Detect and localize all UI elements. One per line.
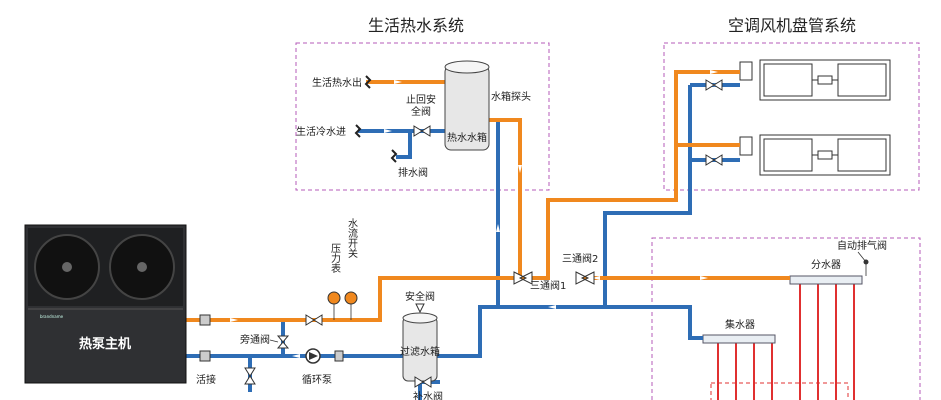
three-way-valve-2-label: 三通阀2	[562, 252, 598, 265]
collector-pipes	[717, 342, 773, 400]
fan-coil-unit-bottom	[739, 134, 891, 176]
hot-water-tank	[444, 60, 490, 151]
safety-valve-icon	[415, 303, 425, 314]
hot-water-tank-label: 热水水箱	[447, 131, 487, 144]
flow-switch-icon	[344, 291, 358, 305]
heat-pump-brand: brandname	[40, 314, 64, 319]
hot-water-section-box	[295, 42, 550, 191]
auto-air-vent-label: 自动排气阀	[837, 239, 887, 252]
heat-pump-label: 热泵主机	[79, 336, 131, 352]
pressure-gauge-icon	[327, 291, 341, 305]
union-cold-icon	[199, 350, 211, 362]
hot-water-outlet-label: 生活热水出	[312, 76, 362, 89]
floor-heating-section-box	[651, 237, 921, 400]
safety-valve-label: 安全阀	[405, 290, 435, 303]
distributor-manifold	[789, 275, 863, 285]
pump-union-icon	[334, 350, 344, 362]
cold-water-inlet-icon	[354, 124, 362, 138]
makeup-water-label: 补水阀	[413, 390, 443, 400]
drain-valve-icon	[390, 149, 398, 163]
three-way-valve-1-label: 三通阀1	[530, 279, 566, 292]
fan-coil-section-box	[663, 42, 920, 191]
pressure-gauge-label: 压力表	[329, 243, 341, 274]
floor-loop-outline	[710, 382, 849, 400]
fan-coil-unit-top	[739, 59, 891, 101]
hot-pipes	[186, 70, 790, 322]
three-way-valve-1-icon	[513, 271, 533, 285]
collector-label: 集水器	[725, 318, 755, 331]
buffer-tank-label: 过滤水箱	[400, 345, 440, 358]
heat-pump-unit	[24, 224, 187, 384]
collector-manifold	[702, 334, 776, 344]
bypass-valve-label: 旁通阀	[240, 333, 270, 346]
union-label: 活接	[196, 373, 216, 386]
circulation-pump-label: 循环泵	[302, 373, 332, 386]
bypass-valve-icon	[276, 335, 290, 349]
check-valve-label-1: 止回安	[406, 93, 436, 106]
hot-water-outlet-icon	[364, 75, 372, 89]
tank-probe-label: 水箱探头	[491, 90, 531, 103]
fan-coil-section-title: 空调风机盘管系统	[728, 16, 856, 35]
cold-water-inlet-label: 生活冷水进	[296, 125, 346, 138]
union-hot-icon	[199, 314, 211, 326]
check-valve-icon	[413, 125, 431, 137]
distributor-label: 分水器	[811, 259, 841, 271]
flow-switch-label: 水流开关	[346, 218, 358, 259]
three-way-valve-2-icon	[575, 271, 595, 285]
inline-valves	[244, 79, 723, 388]
distributor-pipes	[799, 283, 855, 400]
hot-water-section-title: 生活热水系统	[368, 16, 464, 35]
drain-valve-label: 排水阀	[398, 166, 428, 179]
check-valve-label-2: 全阀	[411, 105, 431, 118]
